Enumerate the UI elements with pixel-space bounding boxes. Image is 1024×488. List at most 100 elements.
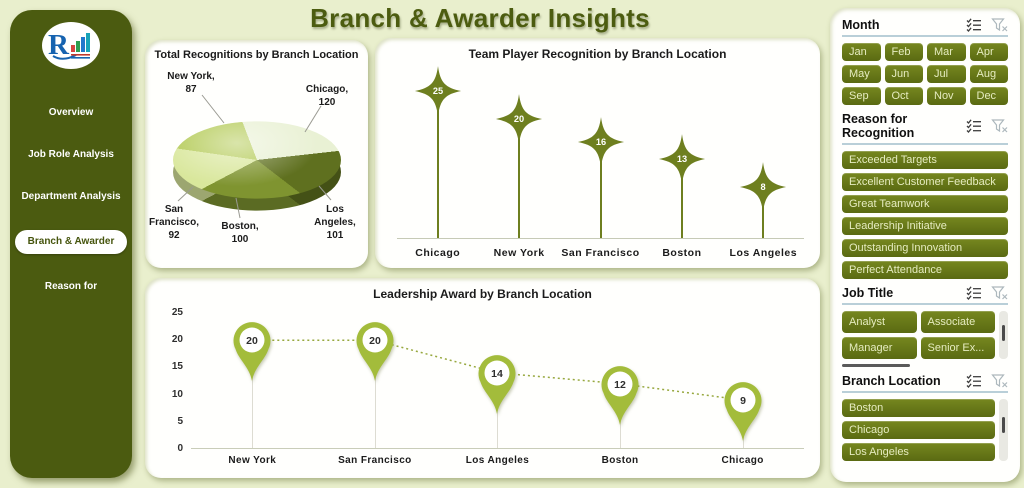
slicer-option-analyst[interactable]: Analyst — [842, 311, 917, 333]
slicer-option-feb[interactable]: Feb — [884, 43, 923, 61]
slicer-option-jul[interactable]: Jul — [927, 65, 966, 83]
pie-face[interactable] — [173, 121, 341, 199]
team-stem-new-york — [518, 125, 521, 238]
pie-label-chicago: Chicago,120 — [305, 84, 349, 108]
multi-select-icon[interactable] — [966, 286, 982, 300]
clear-filter-icon[interactable] — [991, 374, 1008, 388]
slicer-option-los-angeles[interactable]: Los Angeles — [842, 443, 995, 461]
svg-text:14: 14 — [492, 368, 504, 380]
slicer-option-mar[interactable]: Mar — [927, 43, 966, 61]
team-chart-plot-area: 25 20 16 13 8 — [397, 65, 804, 239]
slicer-option-aug[interactable]: Aug — [969, 65, 1008, 83]
slicer-option-may[interactable]: May — [842, 65, 881, 83]
slicer-option-senior-ex[interactable]: Senior Ex... — [920, 337, 995, 359]
vertical-scrollbar[interactable] — [999, 399, 1008, 461]
app-logo: R — [42, 22, 100, 69]
multi-select-icon[interactable] — [966, 18, 982, 32]
lead-pin-marker-los-angeles[interactable]: 14 — [475, 352, 519, 421]
lead-point-chicago[interactable]: 9 — [681, 313, 804, 448]
sidebar-item-overview[interactable]: Overview — [48, 107, 94, 118]
slicer-header-icons — [966, 286, 1008, 300]
slicer-option-exceeded-targets[interactable]: Exceeded Targets — [842, 151, 1008, 169]
pie-label-boston: Boston,100 — [221, 221, 259, 245]
lead-y-tick-25: 25 — [171, 307, 183, 318]
lead-stem-san-francisco — [374, 340, 376, 448]
clear-filter-icon[interactable] — [991, 286, 1008, 300]
slicer-option-nov[interactable]: Nov — [927, 87, 966, 105]
slicer-option-excellent-customer-feedback[interactable]: Excellent Customer Feedback — [842, 173, 1008, 191]
lead-pin-marker-new-york[interactable]: 20 — [230, 319, 274, 388]
team-star-marker-boston[interactable]: 13 — [658, 132, 706, 191]
slicer-option-manager[interactable]: Manager — [842, 337, 917, 359]
slicer-header-reason-for-recognition: Reason for Recognition — [842, 112, 1008, 140]
lead-point-boston[interactable]: 12 — [559, 313, 682, 448]
slicer-option-jun[interactable]: Jun — [884, 65, 923, 83]
lead-x-label-new-york: New York — [228, 455, 277, 466]
team-stem-chicago — [436, 96, 439, 238]
svg-text:25: 25 — [433, 86, 443, 96]
sidebar-item-job-role-analysis[interactable]: Job Role Analysis — [28, 149, 114, 160]
pie-label-los-angeles: Los Angeles,101 — [314, 204, 356, 241]
lead-y-tick-20: 20 — [171, 334, 183, 346]
sidebar-item-reason-for[interactable]: Reason for — [44, 281, 98, 292]
lead-x-label-los-angeles: Los Angeles — [465, 455, 530, 466]
slicer-option-associate[interactable]: Associate — [920, 311, 995, 333]
team-star-marker-san-francisco[interactable]: 16 — [577, 115, 625, 174]
multi-select-icon[interactable] — [966, 119, 982, 133]
slicer-divider — [842, 303, 1008, 305]
team-x-label-los-angeles: Los Angeles — [729, 247, 798, 259]
team-point-boston[interactable]: 13 — [641, 90, 722, 238]
team-point-los-angeles[interactable]: 8 — [723, 90, 804, 238]
sidebar-item-department-analysis[interactable]: Department Analysis — [21, 191, 121, 202]
lead-pin-marker-boston[interactable]: 12 — [598, 363, 642, 432]
slicer-option-leadership-initiative[interactable]: Leadership Initiative — [842, 217, 1008, 235]
slicer-option-oct[interactable]: Oct — [884, 87, 923, 105]
vertical-scrollbar[interactable] — [999, 311, 1008, 359]
slicer-option-great-teamwork[interactable]: Great Teamwork — [842, 195, 1008, 213]
slicer-option-sep[interactable]: Sep — [842, 87, 881, 105]
slicer-option-dec[interactable]: Dec — [969, 87, 1008, 105]
team-star-marker-chicago[interactable]: 25 — [414, 64, 462, 123]
slicer-option-jan[interactable]: Jan — [842, 43, 881, 61]
slicer-option-perfect-attendance[interactable]: Perfect Attendance — [842, 261, 1008, 279]
slicer-option-boston[interactable]: Boston — [842, 399, 995, 417]
slicer-option-chicago[interactable]: Chicago — [842, 421, 995, 439]
svg-text:8: 8 — [761, 182, 766, 192]
slicer-divider — [842, 35, 1008, 37]
pie-label-san-francisco: San Francisco,92 — [148, 204, 200, 241]
lead-pin-marker-san-francisco[interactable]: 20 — [353, 319, 397, 388]
team-star-marker-los-angeles[interactable]: 8 — [739, 160, 787, 219]
clear-filter-icon[interactable] — [991, 18, 1008, 32]
team-point-san-francisco[interactable]: 16 — [560, 90, 641, 238]
team-player-chart-panel: Team Player Recognition by Branch Locati… — [375, 38, 820, 268]
slicer-header-month: Month — [842, 18, 1008, 32]
svg-text:20: 20 — [369, 335, 381, 347]
lead-y-tick-5: 5 — [177, 415, 183, 427]
slicer-option-outstanding-innovation[interactable]: Outstanding Innovation — [842, 239, 1008, 257]
sidebar-item-branch-awarder[interactable]: Branch & Awarder — [14, 230, 128, 254]
clear-filter-icon[interactable] — [991, 119, 1008, 133]
scrollbar-thumb[interactable] — [1002, 417, 1005, 433]
lead-point-san-francisco[interactable]: 20 — [314, 313, 437, 448]
lead-point-los-angeles[interactable]: 14 — [436, 313, 559, 448]
lead-x-label-san-francisco: San Francisco — [338, 455, 412, 466]
slicer-option-apr[interactable]: Apr — [969, 43, 1008, 61]
team-point-new-york[interactable]: 20 — [478, 90, 559, 238]
scrollbar-thumb[interactable] — [1002, 325, 1005, 341]
team-stem-boston — [680, 164, 683, 238]
logo-graphic: R — [48, 29, 90, 61]
page-title: Branch & Awarder Insights — [310, 3, 650, 33]
team-star-marker-new-york[interactable]: 20 — [495, 92, 543, 151]
team-point-chicago[interactable]: 25 — [397, 65, 478, 238]
lead-pin-marker-chicago[interactable]: 9 — [721, 379, 765, 448]
multi-select-icon[interactable] — [966, 374, 982, 388]
lead-point-new-york[interactable]: 20 — [191, 313, 314, 448]
horizontal-scrollbar[interactable] — [842, 364, 910, 367]
